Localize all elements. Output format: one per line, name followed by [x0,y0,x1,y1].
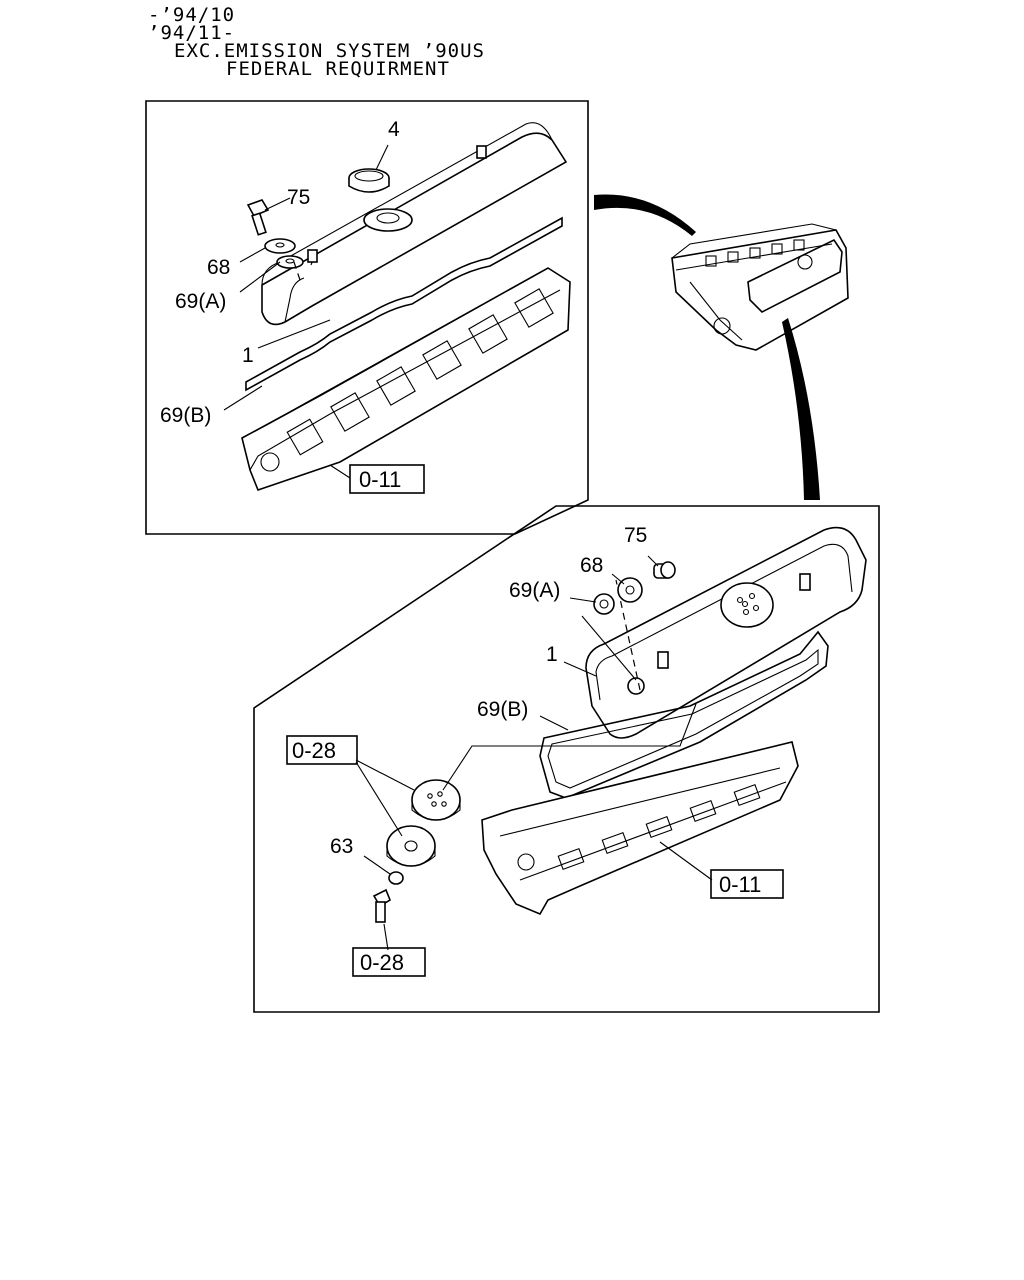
upper-panel: 4 75 68 69(A) 1 69(B) 0-11 [145,100,589,535]
header-line-3: EXC.EMISSION SYSTEM ’90US [174,40,485,62]
lower-ref-box-right: 0-11 [719,872,761,897]
lower-label-68: 68 [580,554,603,577]
lower-ref-box-right-frame [710,869,784,899]
lower-label-1: 1 [546,643,558,666]
lower-breather-discs [372,779,461,923]
upper-cover-gasket [245,216,563,392]
upper-label-69a: 69(A) [175,290,226,313]
lower-fastener-stack [593,561,676,615]
lower-label-69a: 69(A) [509,579,560,602]
lower-ref-box-bottom-frame [352,947,426,977]
lower-panel-frame [253,505,880,1013]
lower-cylinder-head [481,741,799,916]
lower-label-69b: 69(B) [477,698,528,721]
header-line-2: ’94/11- [148,22,236,44]
engine-overview [671,223,849,351]
lower-rocker-cover [585,526,867,739]
header-line-4: FEDERAL REQUIRMENT [226,58,450,80]
upper-label-4: 4 [388,118,400,141]
upper-ref-box: 0-11 [359,467,401,492]
upper-fastener-stack [246,199,304,281]
upper-rocker-cover [261,122,568,326]
upper-cylinder-head [241,267,571,492]
lower-ref-box-bottom: 0-28 [360,950,404,975]
upper-panel-frame [145,100,589,535]
connector-arrow-lower [782,318,820,500]
lower-label-75: 75 [624,524,647,547]
lower-ref-box-top-left: 0-28 [292,738,336,763]
lower-cover-gasket [539,630,829,799]
lower-panel: 75 68 69(A) 1 69(B) 63 0-28 0-11 0-28 [253,505,880,1013]
lower-ref-box-top-left-frame [286,735,358,765]
upper-label-75: 75 [287,186,310,209]
upper-label-68: 68 [207,256,230,279]
header-line-1: -’94/10 [148,4,236,26]
connector-arrow-upper [594,194,696,236]
upper-label-1: 1 [242,344,254,367]
upper-label-69b: 69(B) [160,404,211,427]
upper-oil-cap [348,168,413,232]
lower-label-63: 63 [330,835,353,858]
upper-ref-box-frame [349,464,425,494]
